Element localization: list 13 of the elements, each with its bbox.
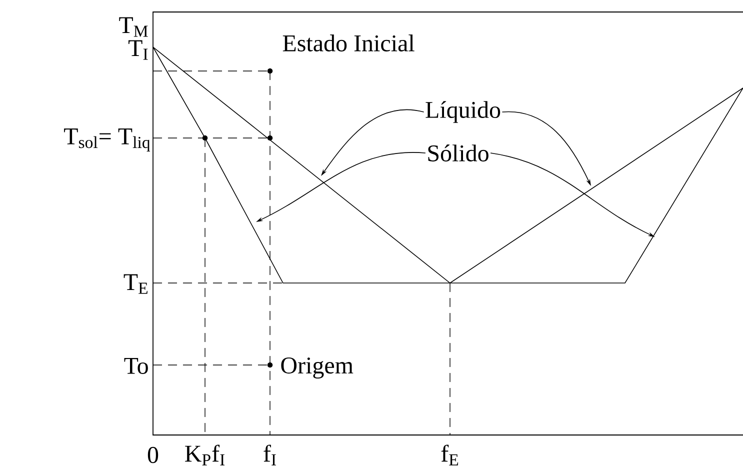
axis-label: T$_{sol}$= T$_{liq}$ (64, 128, 150, 152)
axis-label: K$_{P}$f$_{I}$ (185, 444, 225, 466)
axis-label: Estado Inicial (282, 34, 414, 52)
axis-label: To (124, 358, 148, 374)
curve-label: Líquido (426, 101, 500, 123)
axis-label: T$_{E}$ (124, 274, 148, 294)
axis-label: 0 (148, 446, 158, 464)
axis-label: f$_{E}$ (441, 444, 458, 466)
axis-label: T$_{I}$ (128, 40, 148, 60)
axis-label: f$_{I}$ (264, 444, 276, 466)
axis-label: T$_{M}$ (119, 17, 148, 37)
curve-label: Sólido (428, 144, 488, 162)
axis-label: Origem (281, 357, 354, 379)
